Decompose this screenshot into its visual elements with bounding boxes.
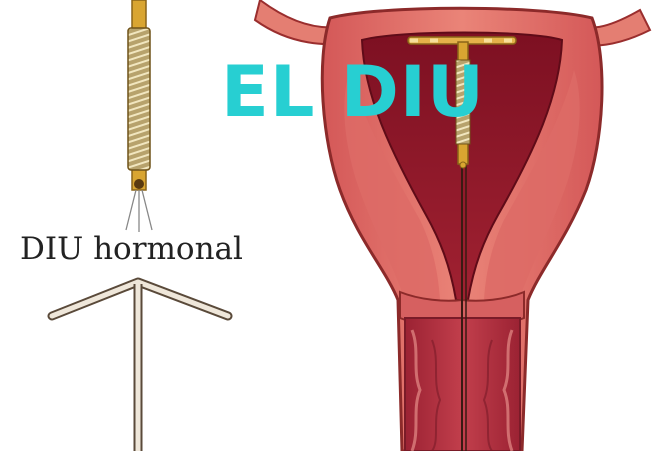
overlay-title: EL DIU <box>221 52 451 132</box>
hormonal-iud-coil <box>126 0 152 232</box>
device-label: DIU hormonal <box>20 229 290 269</box>
copper-t-iud <box>52 282 228 451</box>
